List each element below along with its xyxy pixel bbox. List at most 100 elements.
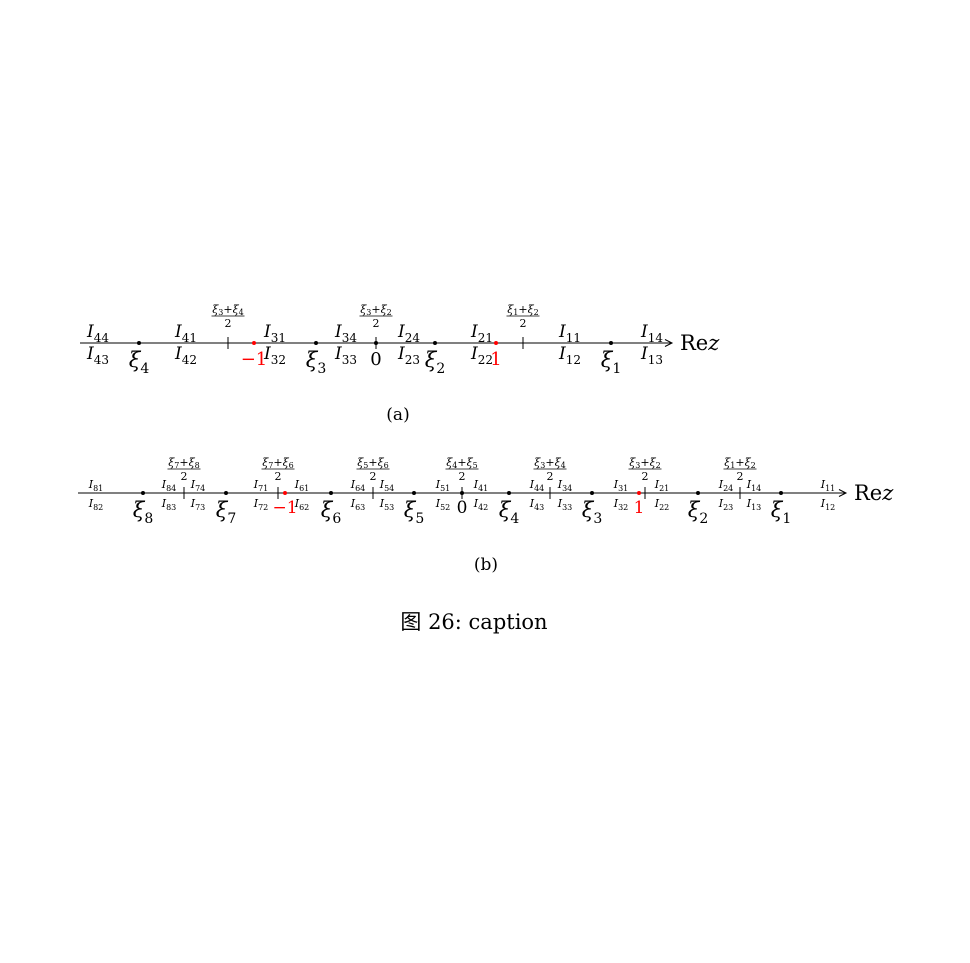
midpoint-numerator: ξ3+ξ2: [360, 303, 392, 317]
point-marker: [412, 491, 416, 495]
midpoint-denominator: 2: [737, 470, 744, 483]
interval-label-lower: I52: [435, 497, 451, 512]
interval-label-upper: I61: [294, 478, 310, 493]
interval-label-upper: I24: [718, 478, 734, 493]
interval-label-lower: I32: [613, 497, 629, 512]
midpoint-denominator: 2: [642, 470, 649, 483]
midpoint-label: ξ7+ξ82: [167, 456, 201, 483]
interval-label-upper: I51: [435, 478, 451, 493]
point-label: ξ2: [688, 498, 709, 527]
interval-label-lower: I63: [350, 497, 366, 512]
midpoint-numerator: ξ7+ξ6: [262, 456, 294, 470]
midpoint-label: ξ3+ξ42: [211, 303, 245, 330]
interval-label-upper: I71: [253, 478, 269, 493]
point-marker: [283, 491, 287, 495]
interval-label-lower: I33: [334, 344, 357, 367]
interval-label-upper: I11: [558, 322, 581, 345]
point-marker: [433, 341, 437, 345]
point-label: 1: [490, 349, 501, 370]
midpoint-numerator: ξ1+ξ2: [724, 456, 756, 470]
midpoint-label: ξ7+ξ62: [261, 456, 295, 483]
panel-label-b: (b): [474, 555, 498, 575]
point-label: ξ3: [306, 348, 327, 377]
point-marker: [590, 491, 594, 495]
figure-caption: 图 26: caption: [400, 610, 547, 634]
midpoint-numerator: ξ3+ξ2: [629, 456, 661, 470]
axis-label: Rez: [854, 481, 894, 505]
point-marker: [696, 491, 700, 495]
point-label: ξ5: [404, 498, 425, 527]
point-marker: [494, 341, 498, 345]
midpoint-denominator: 2: [547, 470, 554, 483]
point-label: ξ1: [771, 498, 792, 527]
point-marker: [252, 341, 256, 345]
interval-label-lower: I12: [558, 344, 581, 367]
point-label: ξ1: [601, 348, 622, 377]
interval-label-upper: I31: [263, 322, 286, 345]
midpoint-denominator: 2: [181, 470, 188, 483]
interval-label-upper: I11: [820, 478, 836, 493]
point-marker: [224, 491, 228, 495]
midpoint-denominator: 2: [275, 470, 282, 483]
midpoint-numerator: ξ7+ξ8: [168, 456, 200, 470]
interval-label-lower: I62: [294, 497, 310, 512]
interval-label-lower: I72: [253, 497, 269, 512]
interval-label-upper: I44: [86, 322, 109, 345]
interval-label-upper: I21: [470, 322, 493, 345]
interval-label-lower: I13: [746, 497, 762, 512]
midpoint-label: ξ1+ξ22: [506, 303, 540, 330]
axis-arrow: [838, 489, 848, 497]
axis-label: Rez: [680, 331, 720, 355]
interval-label-upper: I84: [161, 478, 177, 493]
interval-label-upper: I54: [379, 478, 395, 493]
interval-label-lower: I12: [820, 497, 836, 512]
interval-label-upper: I41: [473, 478, 489, 493]
interval-label-lower: I53: [379, 497, 395, 512]
point-marker: [609, 341, 613, 345]
midpoint-label: ξ3+ξ22: [628, 456, 662, 483]
interval-label-upper: I64: [350, 478, 366, 493]
midpoint-label: ξ1+ξ22: [723, 456, 757, 483]
point-label: 0: [457, 498, 468, 518]
point-marker: [507, 491, 511, 495]
interval-label-lower: I23: [718, 497, 734, 512]
interval-label-lower: I43: [86, 344, 109, 367]
interval-label-lower: I32: [263, 344, 286, 367]
interval-label-lower: I42: [174, 344, 197, 367]
interval-label-lower: I13: [640, 344, 663, 367]
point-label: ξ2: [425, 348, 446, 377]
interval-label-upper: I14: [746, 478, 762, 493]
point-label: 0: [370, 349, 381, 370]
midpoint-denominator: 2: [370, 470, 377, 483]
interval-label-lower: I73: [190, 497, 206, 512]
interval-label-lower: I22: [654, 497, 670, 512]
point-label: ξ3: [582, 498, 603, 527]
point-label: 1: [634, 498, 645, 518]
interval-label-upper: I81: [88, 478, 104, 493]
interval-label-lower: I83: [161, 497, 177, 512]
point-marker: [141, 491, 145, 495]
point-marker: [314, 341, 318, 345]
point-label: ξ6: [321, 498, 342, 527]
point-marker: [137, 341, 141, 345]
midpoint-numerator: ξ5+ξ6: [357, 456, 389, 470]
midpoint-denominator: 2: [520, 317, 527, 330]
point-label: −1: [241, 349, 268, 370]
midpoint-numerator: ξ3+ξ4: [212, 303, 244, 317]
point-marker: [637, 491, 641, 495]
midpoint-label: ξ4+ξ52: [445, 456, 479, 483]
point-label: ξ4: [499, 498, 520, 527]
midpoint-label: ξ5+ξ62: [356, 456, 390, 483]
midpoint-numerator: ξ3+ξ4: [534, 456, 566, 470]
interval-label-lower: I33: [557, 497, 573, 512]
midpoint-denominator: 2: [225, 317, 232, 330]
point-marker: [329, 491, 333, 495]
point-label: ξ7: [216, 498, 237, 527]
point-marker: [779, 491, 783, 495]
interval-label-lower: I43: [529, 497, 545, 512]
panel-label-a: (a): [386, 405, 409, 425]
interval-label-upper: I31: [613, 478, 629, 493]
interval-label-upper: I34: [557, 478, 573, 493]
midpoint-denominator: 2: [459, 470, 466, 483]
